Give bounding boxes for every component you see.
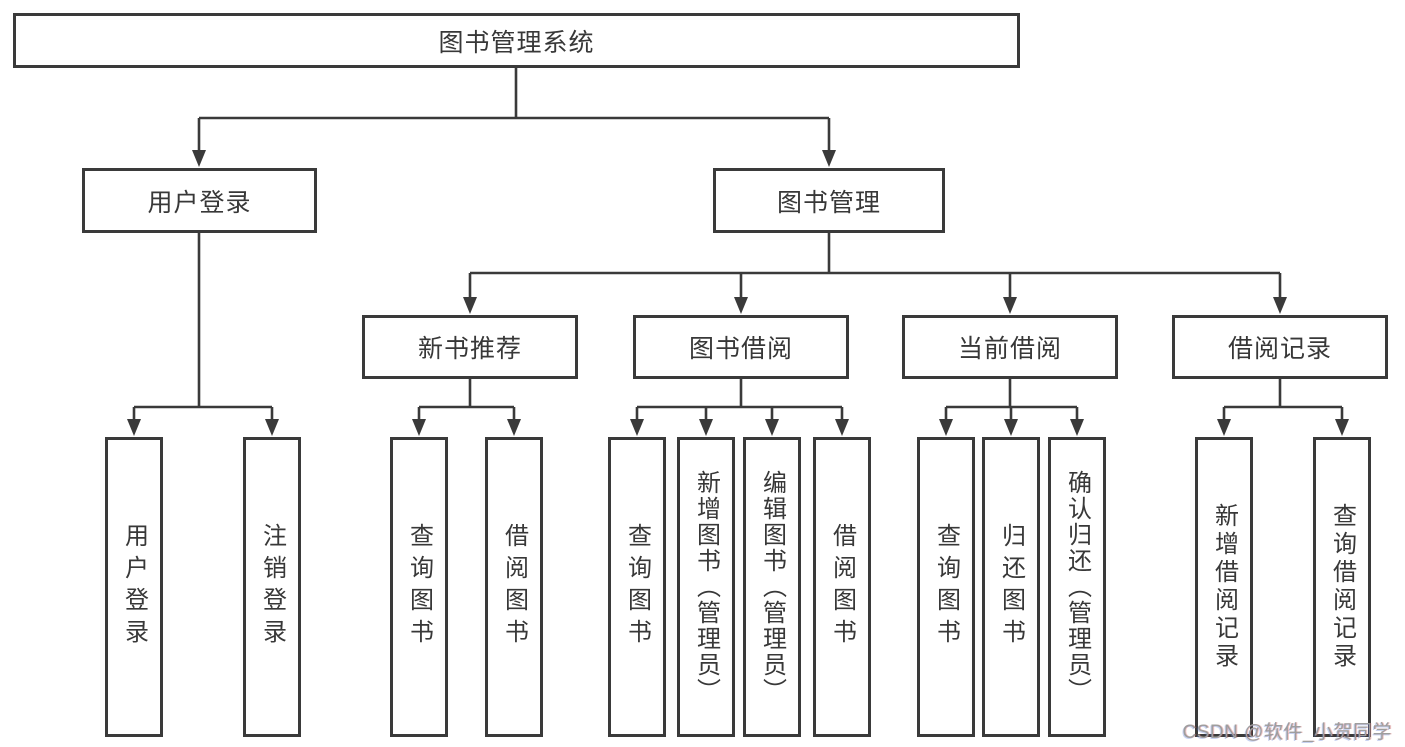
arrow-down-icon (463, 297, 477, 314)
leaf-add-books-admin: 新增图书（管理员） (677, 437, 735, 737)
node-label: 图书管理系统 (438, 28, 595, 57)
arrow-down-icon (699, 419, 713, 436)
node-library-management-system: 图书管理系统 (13, 13, 1020, 68)
leaf-label: 编辑图书（管理员） (758, 470, 786, 704)
leaf-query-borrowing-record: 查询借阅记录 (1313, 437, 1371, 737)
leaf-label: 用户登录 (120, 523, 148, 651)
leaf-query-books-recommend: 查询图书 (390, 437, 448, 737)
leaf-label: 查询图书 (932, 523, 960, 651)
node-label: 当前借阅 (957, 335, 1062, 363)
leaf-add-borrowing-record: 新增借阅记录 (1195, 437, 1253, 737)
node-current-borrowing: 当前借阅 (902, 315, 1118, 379)
arrow-down-icon (630, 419, 644, 436)
leaf-query-books-current: 查询图书 (917, 437, 975, 737)
node-book-management: 图书管理 (713, 168, 945, 233)
leaf-label: 查询图书 (405, 523, 433, 651)
node-book-borrowing: 图书借阅 (633, 315, 849, 379)
arrow-down-icon (192, 150, 206, 167)
arrow-down-icon (1335, 419, 1349, 436)
arrow-down-icon (1217, 419, 1231, 436)
leaf-label: 查询借阅记录 (1328, 503, 1356, 671)
leaf-query-books-borrowing: 查询图书 (608, 437, 666, 737)
leaf-borrow-books: 借阅图书 (813, 437, 871, 737)
leaf-logout: 注销登录 (243, 437, 301, 737)
node-borrowing-records: 借阅记录 (1172, 315, 1388, 379)
node-new-book-recommendation: 新书推荐 (362, 315, 578, 379)
arrow-down-icon (765, 419, 779, 436)
node-label: 图书借阅 (688, 335, 793, 363)
node-user-login: 用户登录 (82, 168, 317, 233)
leaf-label: 注销登录 (258, 523, 286, 651)
arrow-down-icon (734, 297, 748, 314)
leaf-label: 借阅图书 (828, 523, 856, 651)
leaf-label: 查询图书 (623, 523, 651, 651)
leaf-label: 借阅图书 (500, 523, 528, 651)
leaf-confirm-return-admin: 确认归还（管理员） (1048, 437, 1106, 737)
arrow-down-icon (1070, 419, 1084, 436)
leaf-edit-books-admin: 编辑图书（管理员） (743, 437, 801, 737)
leaf-label: 新增图书（管理员） (692, 470, 720, 704)
node-label: 用户登录 (147, 188, 252, 217)
arrow-down-icon (835, 419, 849, 436)
node-label: 新书推荐 (417, 335, 522, 363)
arrow-down-icon (1003, 297, 1017, 314)
leaf-user-login: 用户登录 (105, 437, 163, 737)
node-label: 图书管理 (776, 188, 881, 217)
arrow-down-icon (1004, 419, 1018, 436)
leaf-borrow-books-recommend: 借阅图书 (485, 437, 543, 737)
leaf-label: 归还图书 (997, 523, 1025, 651)
leaf-label: 确认归还（管理员） (1063, 470, 1091, 704)
node-label: 借阅记录 (1227, 335, 1332, 363)
arrow-down-icon (507, 419, 521, 436)
arrow-down-icon (412, 419, 426, 436)
arrow-down-icon (265, 419, 279, 436)
csdn-watermark: CSDN @软件_小贺同学 (1182, 722, 1392, 743)
leaf-return-books: 归还图书 (982, 437, 1040, 737)
arrow-down-icon (939, 419, 953, 436)
arrow-down-icon (127, 419, 141, 436)
leaf-label: 新增借阅记录 (1210, 503, 1238, 671)
arrow-down-icon (822, 150, 836, 167)
arrow-down-icon (1273, 297, 1287, 314)
